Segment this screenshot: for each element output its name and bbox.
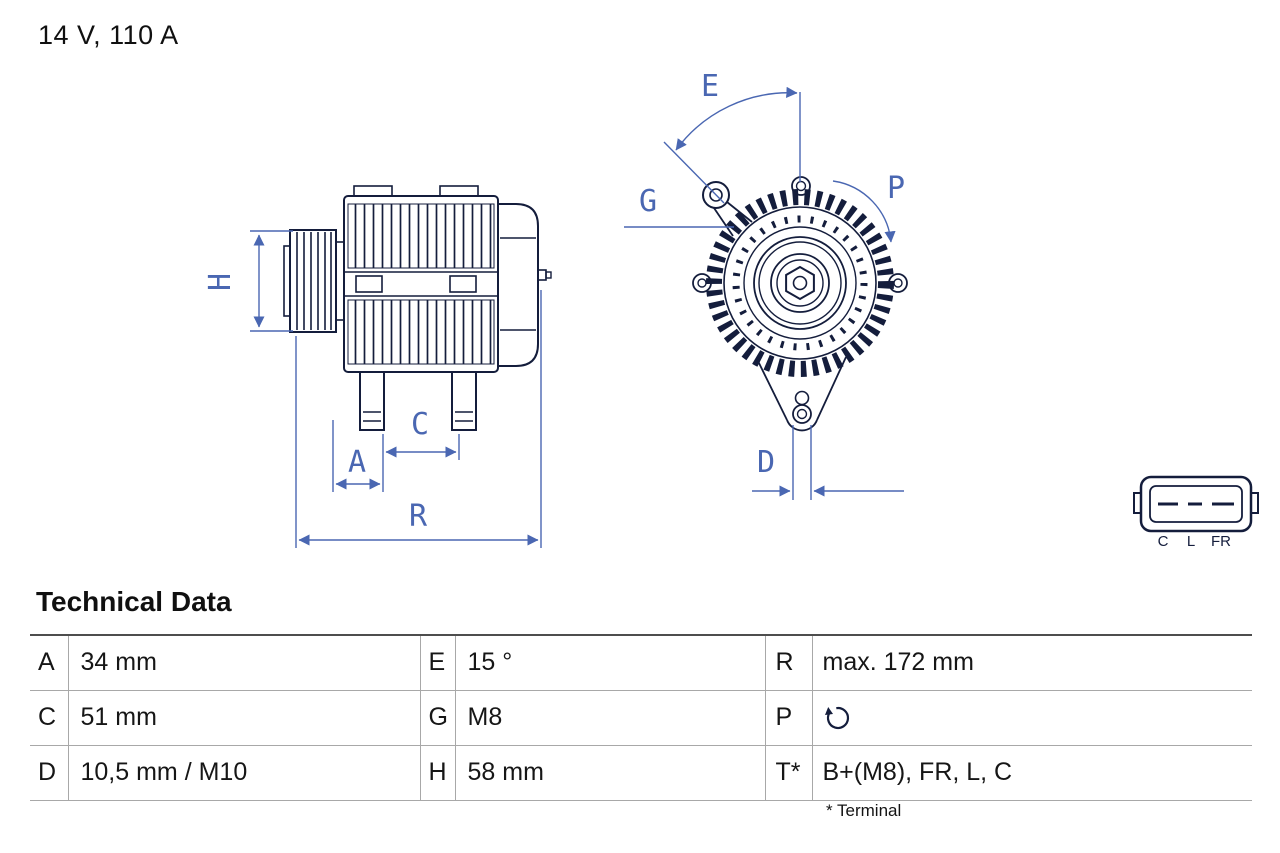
connector-pin-label-fr: FR	[1211, 533, 1231, 550]
front-view-dimensions	[624, 86, 904, 500]
pulley-grooves	[296, 232, 332, 330]
param-value: 58 mm	[454, 744, 765, 800]
technical-drawing: H A C R	[203, 69, 1259, 550]
dim-D	[752, 425, 904, 500]
dim-H	[250, 230, 293, 332]
dim-E	[663, 86, 801, 204]
param-letter: E	[419, 635, 455, 690]
param-letter: R	[764, 635, 812, 690]
param-value: max. 172 mm	[811, 635, 1252, 690]
param-letter: D	[30, 744, 68, 800]
param-value: M8	[454, 689, 765, 745]
param-value: 34 mm	[67, 635, 420, 690]
param-letter: G	[419, 689, 455, 745]
connector-pin-label-l: L	[1187, 533, 1195, 550]
dim-label-D: D	[757, 445, 775, 480]
dim-label-E: E	[701, 69, 719, 104]
table-row: D 10,5 mm / M10 H 58 mm T* B+(M8), FR, L…	[30, 744, 1252, 800]
table-row: C 51 mm G M8 P	[30, 689, 1252, 745]
dim-label-R: R	[409, 499, 428, 534]
dim-P	[832, 180, 896, 243]
terminal-footnote: * Terminal	[826, 801, 902, 820]
product-rating: 14 V, 110 A	[38, 20, 179, 50]
dim-C	[385, 434, 460, 460]
rotation-direction-icon	[824, 706, 849, 729]
param-value: 51 mm	[67, 689, 420, 745]
param-letter: P	[764, 689, 812, 745]
param-value: 10,5 mm / M10	[67, 744, 420, 800]
connector-pin-label-c: C	[1158, 533, 1169, 550]
dim-label-H: H	[203, 273, 238, 291]
param-value: 15 °	[454, 635, 765, 690]
dim-label-P: P	[887, 171, 905, 206]
dim-A	[332, 420, 384, 492]
dim-label-A: A	[348, 445, 366, 480]
param-letter: A	[38, 648, 55, 677]
alternator-front-view	[692, 176, 908, 432]
alternator-side-view	[283, 185, 552, 431]
param-value: B+(M8), FR, L, C	[811, 744, 1252, 800]
technical-data-heading: Technical Data	[36, 586, 232, 617]
param-letter: H	[419, 744, 455, 800]
technical-data-table: A 34 mm E 15 ° R max. 172 mm C 51 mm G M…	[30, 634, 1252, 801]
param-letter: C	[30, 689, 68, 745]
dim-label-C: C	[411, 407, 429, 442]
param-letter: T*	[764, 744, 812, 800]
table-row: A 34 mm E 15 ° R max. 172 mm	[30, 635, 1252, 690]
connector-plug-icon	[1133, 475, 1259, 533]
side-view-dimensions	[250, 230, 542, 548]
param-value	[811, 689, 1252, 745]
dim-label-G: G	[639, 184, 657, 219]
dim-R	[295, 290, 542, 548]
